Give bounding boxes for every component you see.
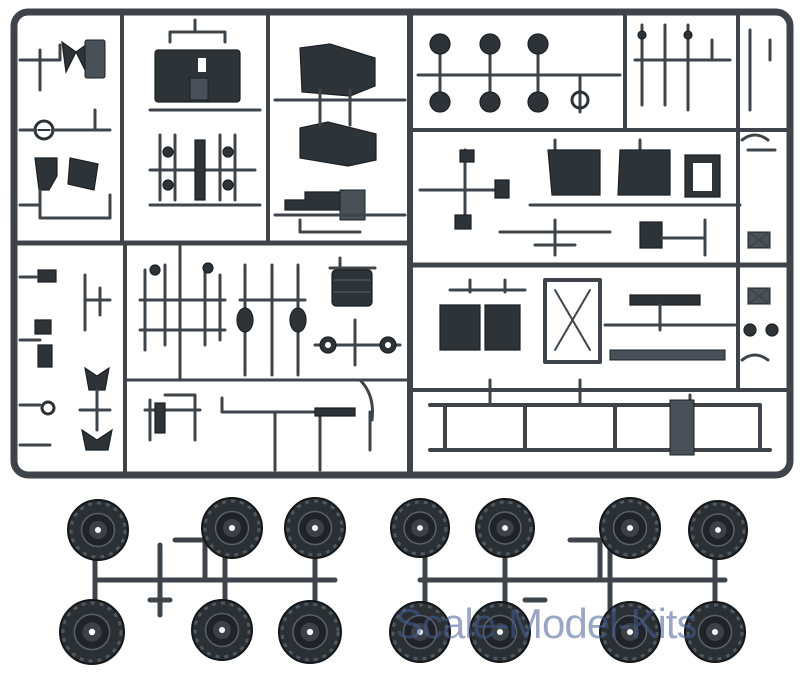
parts-middle-right: [418, 138, 771, 257]
parts-lower-left: [18, 269, 113, 451]
wheel-3: [284, 497, 346, 559]
wheel-11: [389, 601, 451, 663]
parts-bottom-right-chassis: [428, 378, 772, 456]
wheel-14: [684, 601, 746, 663]
parts-top-left: [18, 39, 112, 220]
wheel-8: [475, 498, 535, 558]
parts-upper-right-discs: [416, 33, 622, 114]
wheel-5: [191, 599, 253, 661]
wheel-6: [278, 600, 342, 664]
sprue-frame: [10, 8, 794, 479]
wheel-sprue-left: [92, 537, 338, 618]
parts-bottom-left: [143, 378, 374, 472]
parts-top-center: [273, 43, 407, 234]
wheel-1: [67, 499, 129, 561]
wheel-13: [599, 601, 661, 663]
wheel-2: [201, 497, 263, 559]
wheel-12: [469, 601, 531, 663]
wheel-sprue-right: [417, 537, 728, 613]
wheel-10: [688, 500, 748, 560]
wheel-9: [599, 497, 661, 559]
parts-top-middle: [148, 18, 262, 207]
wheels: [59, 497, 748, 665]
parts-lower-right: [439, 278, 779, 364]
parts-top-right-rods: [633, 23, 777, 152]
wheel-7: [390, 498, 450, 558]
parts-lower-center: [138, 256, 402, 377]
wheel-4: [59, 599, 125, 665]
